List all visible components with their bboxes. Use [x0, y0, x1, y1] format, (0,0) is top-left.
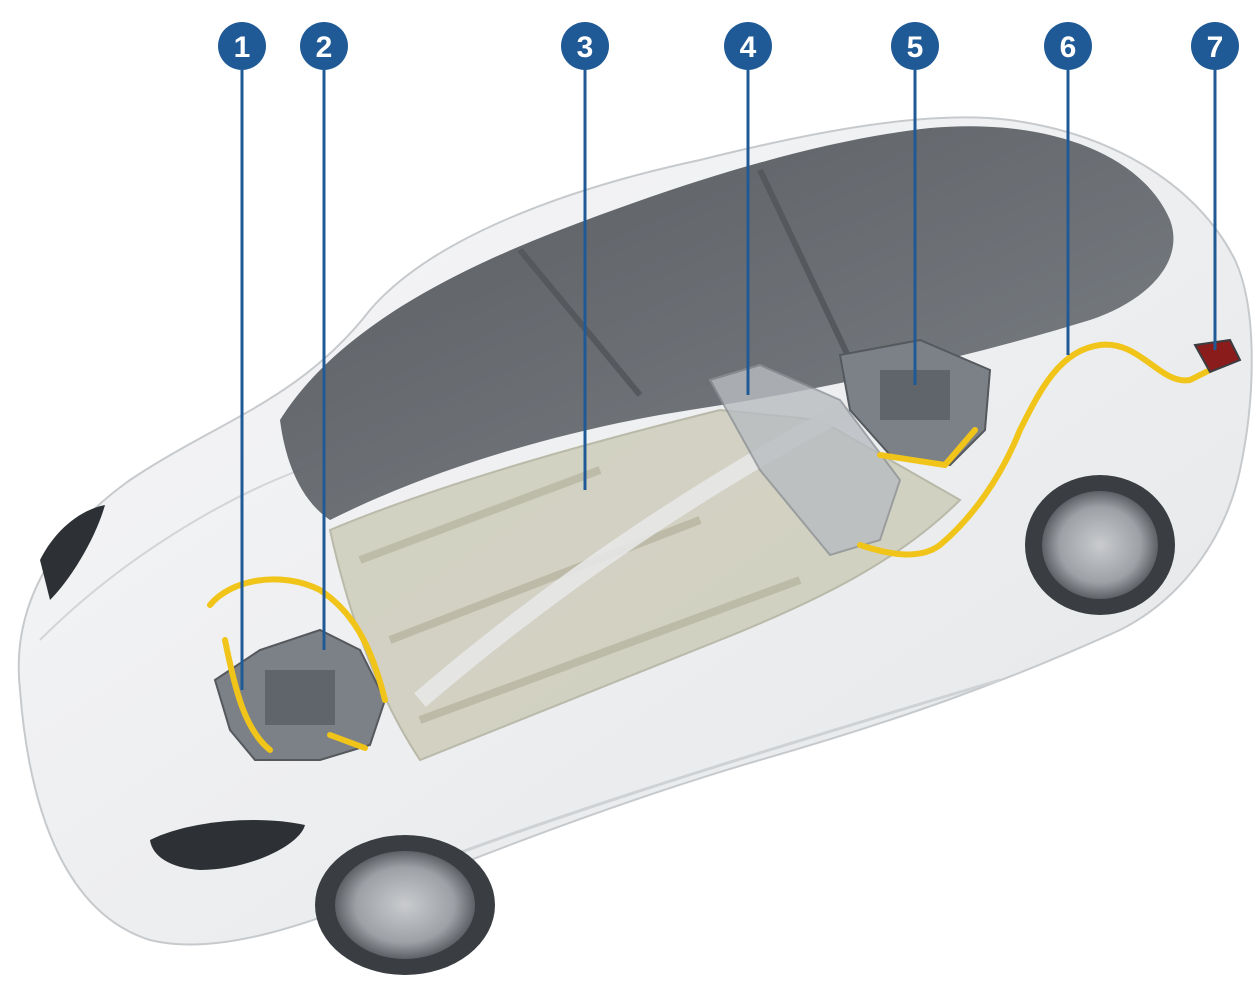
leader-lines — [240, 70, 1217, 690]
rear-drive-unit — [838, 338, 992, 467]
headlights — [40, 505, 305, 870]
callout-number: 3 — [577, 31, 594, 64]
rear-wheel — [1025, 475, 1175, 615]
numbered-callout-badge-icon — [1191, 22, 1239, 70]
numbered-callout-badge-icon — [1044, 22, 1092, 70]
callout-number: 4 — [740, 31, 757, 64]
callout-number: 7 — [1207, 31, 1224, 64]
high-voltage-cable — [207, 341, 1213, 753]
callout-1: 1 — [218, 22, 266, 70]
callout-3: 3 — [561, 22, 609, 70]
numbered-callout-badge-icon — [891, 22, 939, 70]
callout-number: 5 — [907, 31, 924, 64]
callout-4: 4 — [724, 22, 772, 70]
callout-number: 2 — [316, 31, 333, 64]
rear-junction-module — [708, 363, 902, 557]
front-drive-unit — [213, 628, 387, 761]
callout-5: 5 — [891, 22, 939, 70]
callout-2: 2 — [300, 22, 348, 70]
callout-number: 6 — [1060, 31, 1077, 64]
car-glass-roof — [280, 126, 1174, 520]
callout-7: 7 — [1191, 22, 1239, 70]
numbered-callout-badge-icon — [724, 22, 772, 70]
front-wheel — [315, 835, 495, 975]
callout-6: 6 — [1044, 22, 1092, 70]
callout-number: 1 — [234, 31, 251, 64]
numbered-callout-badge-icon — [218, 22, 266, 70]
numbered-callout-badge-icon — [561, 22, 609, 70]
charge-port — [1193, 338, 1242, 374]
numbered-callout-badge-icon — [300, 22, 348, 70]
